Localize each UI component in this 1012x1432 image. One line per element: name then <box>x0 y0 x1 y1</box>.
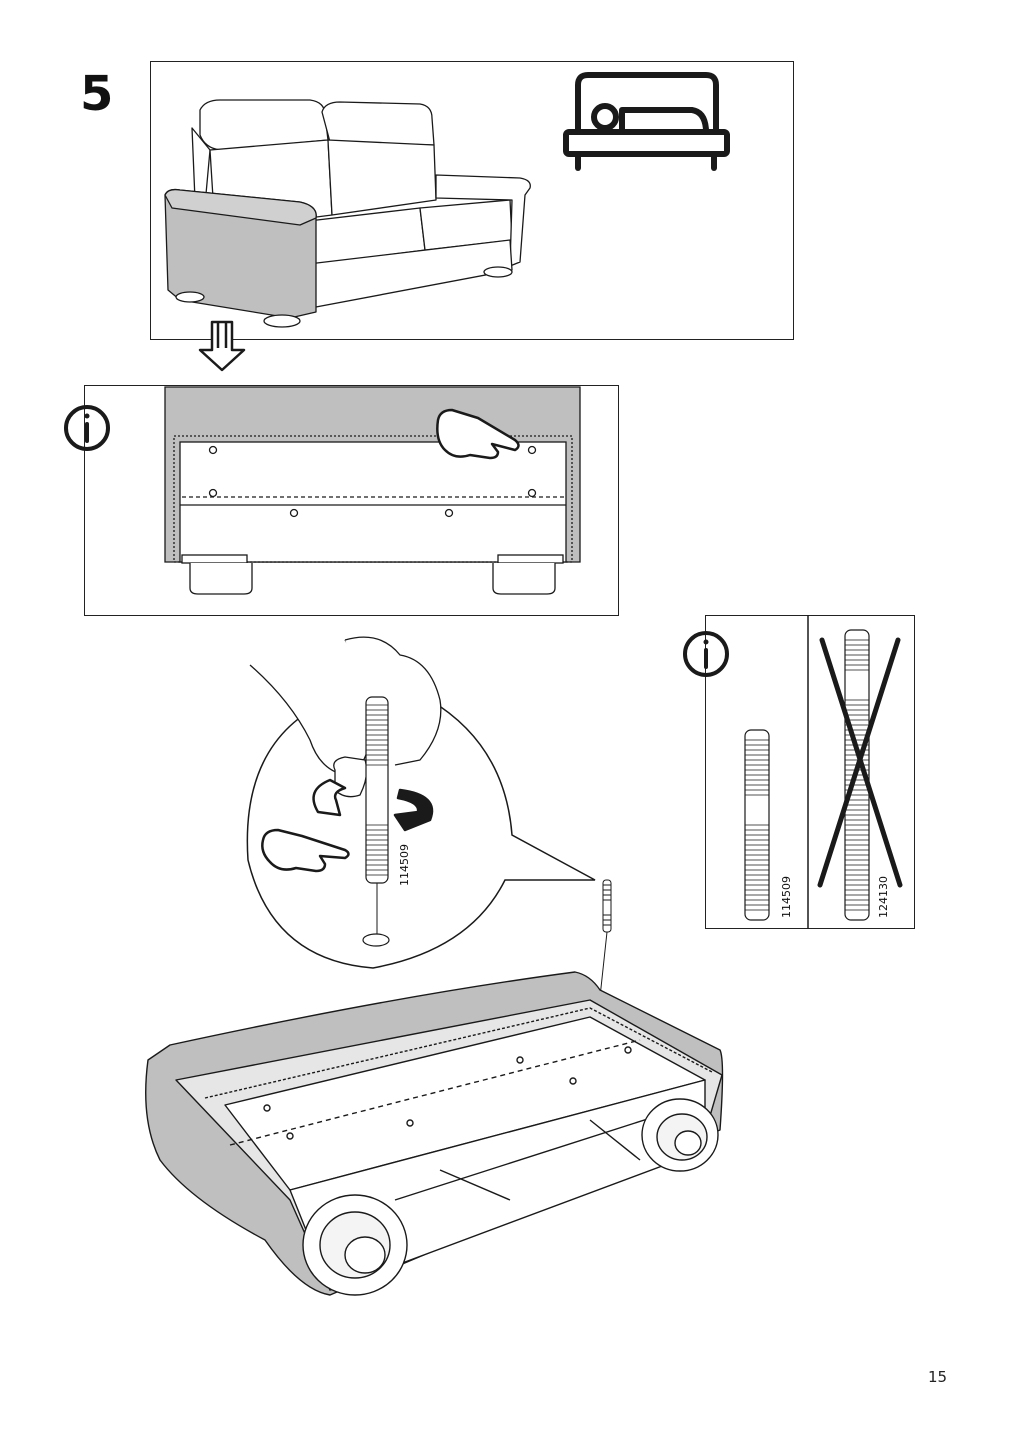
bed-icon <box>563 72 730 171</box>
pointing-hand-icon <box>436 408 520 460</box>
turning-hand-drawing <box>249 636 442 798</box>
bolt-correct <box>744 729 770 921</box>
part-number-wrong: 124130 <box>877 876 890 918</box>
pointing-hand-icon-2 <box>261 828 350 873</box>
small-bolt <box>596 879 612 1026</box>
down-arrow-icon <box>198 320 246 372</box>
bolt-comparison-panel <box>705 615 915 929</box>
step-number: 5 <box>80 66 114 122</box>
info-icon <box>64 405 110 451</box>
rotate-arrows-icon <box>312 778 434 832</box>
sofa-drawing <box>164 99 531 328</box>
info-icon-2 <box>683 631 729 677</box>
part-number-bolt: 114509 <box>398 844 411 886</box>
bolt-detail <box>362 696 390 947</box>
armrest-underside-drawing <box>164 386 581 595</box>
page-number: 15 <box>928 1368 948 1386</box>
part-number-correct: 114509 <box>780 876 793 918</box>
cross-mark-icon <box>817 637 903 888</box>
armrest-perspective-drawing <box>145 971 724 1296</box>
